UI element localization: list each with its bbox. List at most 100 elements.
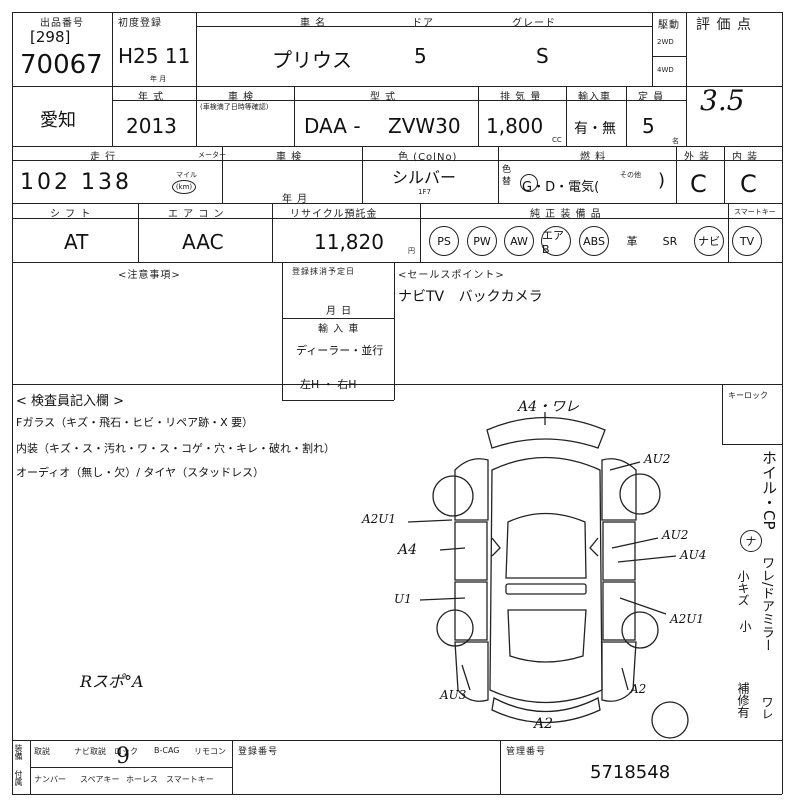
recycle-label: リサイクル預託金 [290, 209, 378, 220]
sales-point-text: ナビTV バックカメラ [398, 289, 543, 305]
fuel-other: その他 [620, 171, 641, 179]
footer-item-4: リモコン [194, 747, 226, 756]
fuel-value: G・D・電気( [522, 180, 600, 195]
grid [394, 262, 395, 400]
rear-window-shape [507, 609, 587, 663]
footer-item2-0: ナンバー [34, 775, 66, 784]
leader [461, 664, 471, 691]
lot-number: 70067 [20, 50, 103, 80]
grid [362, 146, 363, 203]
year: 2013 [126, 114, 177, 138]
grid [566, 86, 567, 146]
equip-8: TV [732, 226, 762, 256]
footer-handwritten-9: 9 [116, 744, 130, 769]
left-front-door-shape [454, 521, 488, 581]
footer-item-0: 取説 [34, 747, 50, 756]
cc-unit: CC [552, 136, 562, 144]
import-value: 有・無 [574, 121, 616, 137]
inspector-note: Rスポ°A [80, 672, 144, 691]
car-name-label: 車 名 [300, 18, 327, 29]
grade-label: グレード [512, 18, 556, 29]
mark-rr-door: AU4 [680, 548, 707, 562]
mark-lr-door: U1 [394, 592, 412, 606]
spare-wheel-shape [651, 701, 689, 739]
body-shape [489, 456, 603, 704]
grid [652, 12, 653, 86]
leader [439, 547, 466, 551]
leader [407, 519, 453, 523]
footer-item2-1: スペアキー [80, 775, 120, 784]
footer-item-2: ロック [114, 747, 138, 756]
grid [652, 56, 686, 57]
handle-side: 左H ・ 右H [300, 378, 357, 391]
mgmt-no: 5718548 [590, 762, 671, 783]
ac-label: エ ア コ ン [168, 209, 225, 220]
windshield-shape [505, 512, 587, 579]
mark-lr-fender: AU3 [440, 688, 467, 702]
right-mirror-shape [589, 537, 599, 557]
exterior-label: 外 装 [684, 152, 711, 163]
footer-side-2: 付属 [14, 770, 23, 786]
equip-1: PW [467, 226, 497, 256]
reg-no-label: 登録番号 [238, 747, 279, 757]
meter-label: メーター [198, 151, 226, 159]
sales-point-label: <セールスポイント> [398, 270, 505, 281]
grid [232, 740, 233, 794]
km-circle: (km) [172, 180, 196, 194]
chassis-label: 車 検 [276, 152, 303, 163]
fuel-close: ) [658, 170, 666, 191]
leader [617, 555, 677, 563]
side-note-6: ワレ [760, 696, 774, 720]
prefecture: 愛知 [40, 110, 76, 131]
color-change-label: 色 替 [500, 164, 510, 185]
capacity-label: 定 員 [638, 92, 665, 103]
inspector-line-1: Fガラス（キズ・飛石・ヒビ・リペア跡・X 要） [16, 416, 254, 429]
side-note-2: ナ [740, 530, 762, 552]
equip-5: 革 [626, 235, 638, 248]
equip-0: PS [429, 226, 459, 256]
grid [196, 12, 197, 86]
frame-left [12, 12, 13, 794]
mile-unit: マイル [176, 171, 197, 179]
row1-bottom [12, 86, 782, 87]
chassis-unit: 年 月 [282, 194, 309, 205]
import-route-label: 輸 入 車 [318, 324, 360, 335]
equip-3: エアB [541, 226, 571, 256]
grid [138, 203, 139, 262]
first-reg-unit: 年 月 [150, 75, 167, 83]
capacity: 5 [642, 114, 655, 138]
wheel-lr-shape [436, 609, 474, 647]
gas-circle [520, 174, 538, 192]
grid [112, 100, 686, 101]
grade: S [536, 44, 549, 68]
grid [420, 203, 421, 262]
mark-rf-fender: AU2 [644, 452, 671, 466]
car-name: プリウス [272, 48, 352, 72]
drive-4wd: 4WD [657, 66, 674, 74]
wheel-lf-shape [432, 475, 474, 517]
grid [282, 318, 394, 319]
lot-bracket: [298] [30, 28, 71, 46]
grid [112, 12, 113, 86]
first-reg-label: 初度登録 [118, 18, 162, 29]
footer-item-1: ナビ取説 [74, 747, 106, 756]
mark-lf-door: A4 [398, 542, 418, 558]
grid [728, 203, 729, 262]
equip-6: SR [662, 234, 678, 248]
equip-label: 純 正 装 備 品 [530, 209, 602, 220]
inspector-line-3: オーディオ（無し・欠）/ タイヤ（スタッドレス） [16, 466, 265, 479]
mark-rf-door: AU2 [662, 528, 689, 542]
grid [12, 160, 782, 161]
notes-bottom [12, 384, 782, 385]
exterior: C [690, 170, 707, 198]
row2-bottom [12, 146, 782, 147]
frame-right [782, 12, 783, 794]
side-note-7: 補修有 [736, 682, 750, 718]
row4-bottom [12, 262, 782, 263]
grid [686, 12, 687, 146]
side-note-4: 小キズ [736, 570, 750, 606]
shift-label: シ フ ト [50, 209, 92, 220]
right-rear-door-shape [602, 581, 636, 641]
